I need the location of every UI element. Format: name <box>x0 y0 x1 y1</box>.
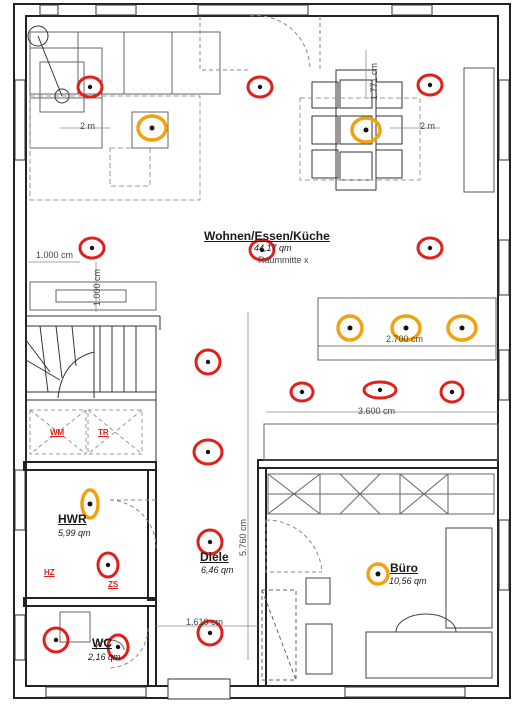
room-name-wc: WC <box>92 636 112 650</box>
outer-walls <box>13 3 511 699</box>
light-marker-red <box>439 380 465 404</box>
light-point <box>257 84 263 90</box>
light-point <box>115 644 121 650</box>
light-marker-red <box>42 626 70 654</box>
light-point <box>89 245 95 251</box>
light-point <box>427 245 433 251</box>
light-marker-red <box>246 75 274 99</box>
light-marker-orange <box>350 116 382 144</box>
dimension-label: 3.600 cm <box>358 406 396 416</box>
light-marker-red <box>289 381 315 403</box>
light-marker-red <box>416 236 444 260</box>
dimension-label: 2.700 cm <box>386 334 424 344</box>
door-wc <box>107 627 149 669</box>
light-point <box>53 637 59 643</box>
appliance-boxes <box>29 409 143 455</box>
room-area-buero: 10,56 qm <box>389 576 427 586</box>
room-area-hwr: 5,99 qm <box>58 528 91 538</box>
light-marker-orange <box>336 314 364 342</box>
light-marker-orange <box>136 114 168 142</box>
rug <box>29 95 201 201</box>
dimension-label: 1.000 cm <box>36 250 74 260</box>
room-name-hwr: HWR <box>58 512 87 526</box>
light-point <box>87 84 93 90</box>
light-marker-red <box>194 348 222 376</box>
fixture-label-zs: ZS <box>108 580 119 589</box>
room-name-buero: Büro <box>390 561 418 575</box>
light-point <box>363 127 369 133</box>
light-marker-orange <box>446 314 478 342</box>
fixture-label-wm: WM <box>50 428 65 437</box>
light-marker-orange <box>390 314 422 342</box>
light-marker-red <box>192 438 224 466</box>
light-marker-red <box>96 551 120 579</box>
dimension-label: 2 m <box>420 121 436 131</box>
light-point <box>205 359 211 365</box>
dining-table <box>311 69 403 191</box>
light-point <box>149 125 155 131</box>
fixture-label-tr: TR <box>98 428 109 437</box>
staircase <box>25 315 161 463</box>
light-point <box>207 539 213 545</box>
light-point <box>259 247 265 253</box>
light-marker-orange <box>80 488 100 520</box>
room-area-wc: 2,16 qm <box>88 652 121 662</box>
dimension-label: 2 m <box>80 121 96 131</box>
room-note-wohnen: Raummitte x <box>258 255 309 265</box>
sideboard <box>463 67 495 193</box>
lamp <box>27 25 70 104</box>
light-marker-orange <box>366 562 390 586</box>
door-buero <box>265 519 323 573</box>
dimension-label: 5.760 cm <box>238 518 248 556</box>
light-marker-red <box>196 619 224 647</box>
room-name-diele: Diele <box>200 550 229 564</box>
light-point <box>375 571 381 577</box>
light-point <box>459 325 465 331</box>
dimension-lines <box>28 50 498 660</box>
interior-walls <box>23 459 499 687</box>
dimension-label: 1.000 cm <box>92 268 102 306</box>
dimension-label: 1.771 cm <box>369 62 379 100</box>
light-marker-red <box>76 75 104 99</box>
light-point <box>427 82 433 88</box>
dining-rug <box>299 97 421 181</box>
light-point <box>205 449 211 455</box>
coffee-table <box>131 111 169 149</box>
light-marker-red <box>78 236 106 260</box>
light-marker-red <box>106 633 130 661</box>
red-markers <box>42 73 465 661</box>
light-point <box>105 562 111 568</box>
kitchen-counter <box>263 423 499 515</box>
office-furniture <box>305 527 493 679</box>
dimension-label: 1.610 cm <box>186 617 224 627</box>
windows <box>14 4 510 700</box>
light-marker-red <box>362 380 398 400</box>
entrance-door <box>261 589 297 681</box>
light-point <box>403 325 409 331</box>
light-marker-red <box>248 238 276 262</box>
fixture-label-hz: HZ <box>44 568 55 577</box>
light-point <box>87 501 93 507</box>
door-living <box>199 15 321 71</box>
room-area-diele: 6,46 qm <box>201 565 234 575</box>
light-point <box>347 325 353 331</box>
stove <box>29 281 157 311</box>
orange-markers <box>80 114 478 586</box>
light-marker-red <box>196 528 224 556</box>
room-area-wohnen: 44,17 qm <box>254 243 292 253</box>
room-name-wohnen: Wohnen/Essen/Küche <box>204 229 330 243</box>
light-point <box>377 387 383 393</box>
light-point <box>299 389 305 395</box>
light-point <box>207 630 213 636</box>
light-marker-red <box>416 73 444 97</box>
light-point <box>449 389 455 395</box>
door-hwr <box>109 499 157 549</box>
